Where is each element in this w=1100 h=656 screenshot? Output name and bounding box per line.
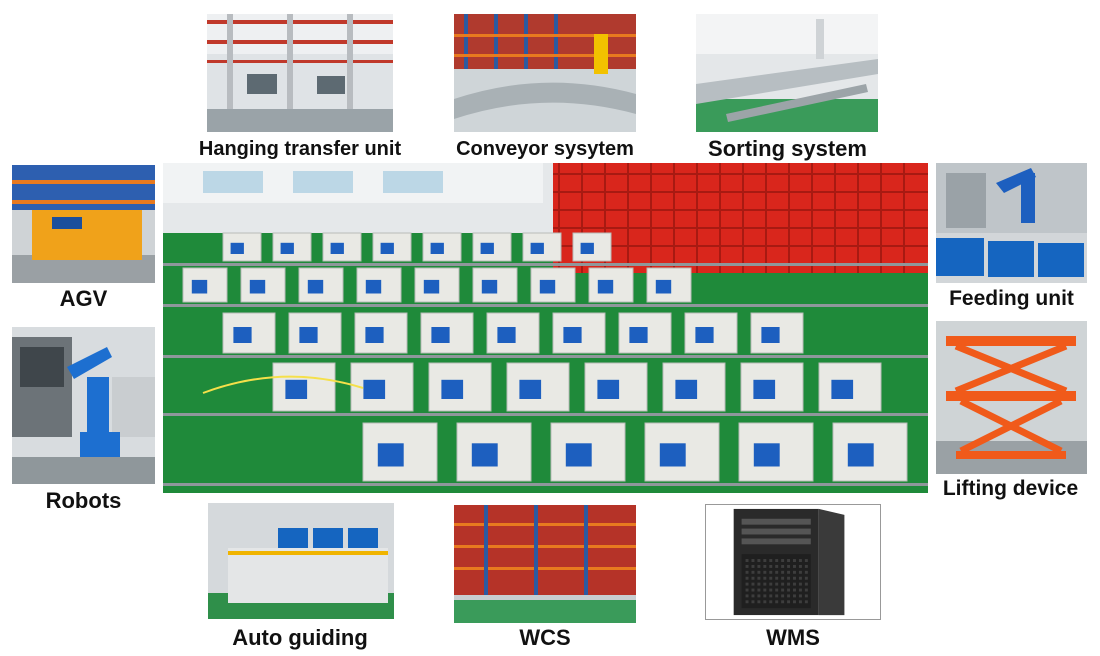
agv-photo: [12, 165, 155, 283]
conveyor-system-photo: [454, 14, 636, 132]
caption-wcs: WCS: [519, 625, 571, 650]
caption-auto-guiding: Auto guiding: [232, 625, 368, 650]
caption-agv: AGV: [59, 286, 108, 311]
sorting-system-photo: [696, 14, 878, 132]
wms-server-photo: [705, 504, 881, 620]
feeding-unit-photo: [936, 163, 1087, 283]
caption-lifting-device: Lifting device: [942, 477, 1079, 500]
wcs-photo: [454, 505, 636, 623]
caption-robots: Robots: [45, 488, 122, 513]
auto-guiding-photo: [208, 503, 394, 619]
caption-wms: WMS: [766, 625, 820, 650]
caption-hanging-transfer-unit: Hanging transfer unit: [198, 138, 402, 160]
hanging-transfer-unit-photo: [207, 14, 393, 132]
caption-feeding-unit: Feeding unit: [949, 287, 1074, 310]
caption-sorting-system: Sorting system: [708, 136, 867, 161]
lifting-device-photo: [936, 321, 1087, 474]
factory-overview-photo: [163, 163, 928, 493]
robots-photo: [12, 327, 155, 484]
caption-conveyor-system: Conveyor sysytem: [456, 138, 634, 160]
